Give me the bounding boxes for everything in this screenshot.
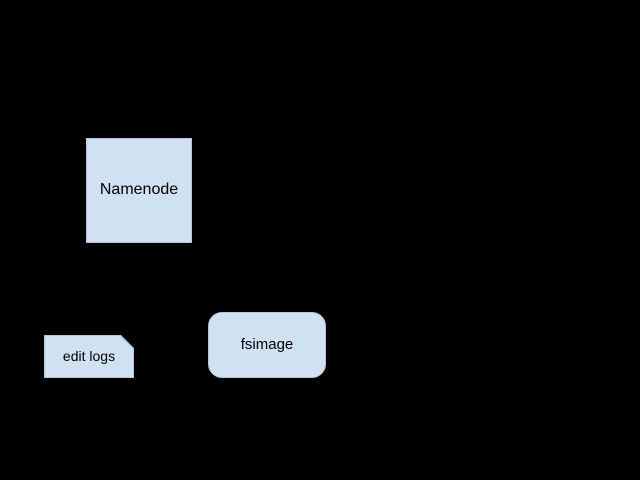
node-edit-logs-label: edit logs (62, 348, 116, 365)
note-label-wrap: edit logs (44, 348, 134, 364)
node-fsimage-label: fsimage (240, 336, 294, 354)
node-edit-logs[interactable]: edit logs (44, 335, 134, 378)
node-namenode-label: Namenode (99, 181, 179, 199)
node-namenode[interactable]: Namenode (86, 138, 192, 243)
note-body (45, 336, 133, 377)
node-fsimage[interactable]: fsimage (208, 312, 326, 378)
